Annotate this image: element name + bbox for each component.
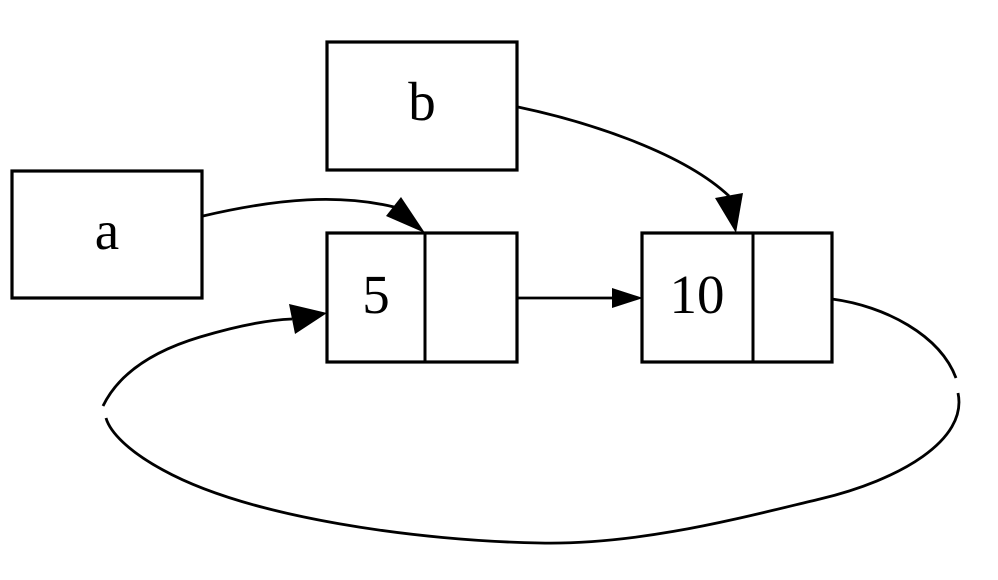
list-node-10-rect	[640, 231, 834, 364]
variable-box-b-label: b	[408, 71, 436, 132]
list-node-10: 10	[640, 231, 834, 364]
edge-b-to-node10-arrowhead-icon	[715, 193, 743, 233]
list-node-5-value: 5	[362, 264, 390, 325]
edge-node5-to-node10	[517, 288, 643, 308]
variable-box-a-rect	[10, 169, 204, 300]
edge-loop-segment-left	[101, 317, 293, 407]
edge-node10-to-node5-loop	[101, 297, 961, 545]
edge-loop-arrowhead-icon	[289, 304, 327, 334]
list-node-5: 5	[325, 231, 519, 364]
variable-box-a: a	[10, 169, 204, 300]
variable-box-a-label: a	[95, 200, 119, 261]
edge-loop-segment-right	[831, 297, 958, 379]
edge-node5-to-node10-arrowhead-icon	[612, 288, 643, 308]
list-node-10-value: 10	[670, 264, 725, 325]
edge-a-to-node5	[202, 197, 425, 233]
edge-b-to-node10	[517, 105, 743, 233]
edge-b-to-node10-line	[517, 105, 730, 198]
list-node-5-rect	[325, 231, 519, 364]
edge-a-to-node5-line	[202, 198, 395, 218]
edge-a-to-node5-arrowhead-icon	[386, 197, 425, 233]
variable-box-b: b	[325, 40, 519, 172]
variable-box-b-rect	[325, 40, 519, 172]
edge-loop-segment-bottom	[104, 392, 961, 545]
